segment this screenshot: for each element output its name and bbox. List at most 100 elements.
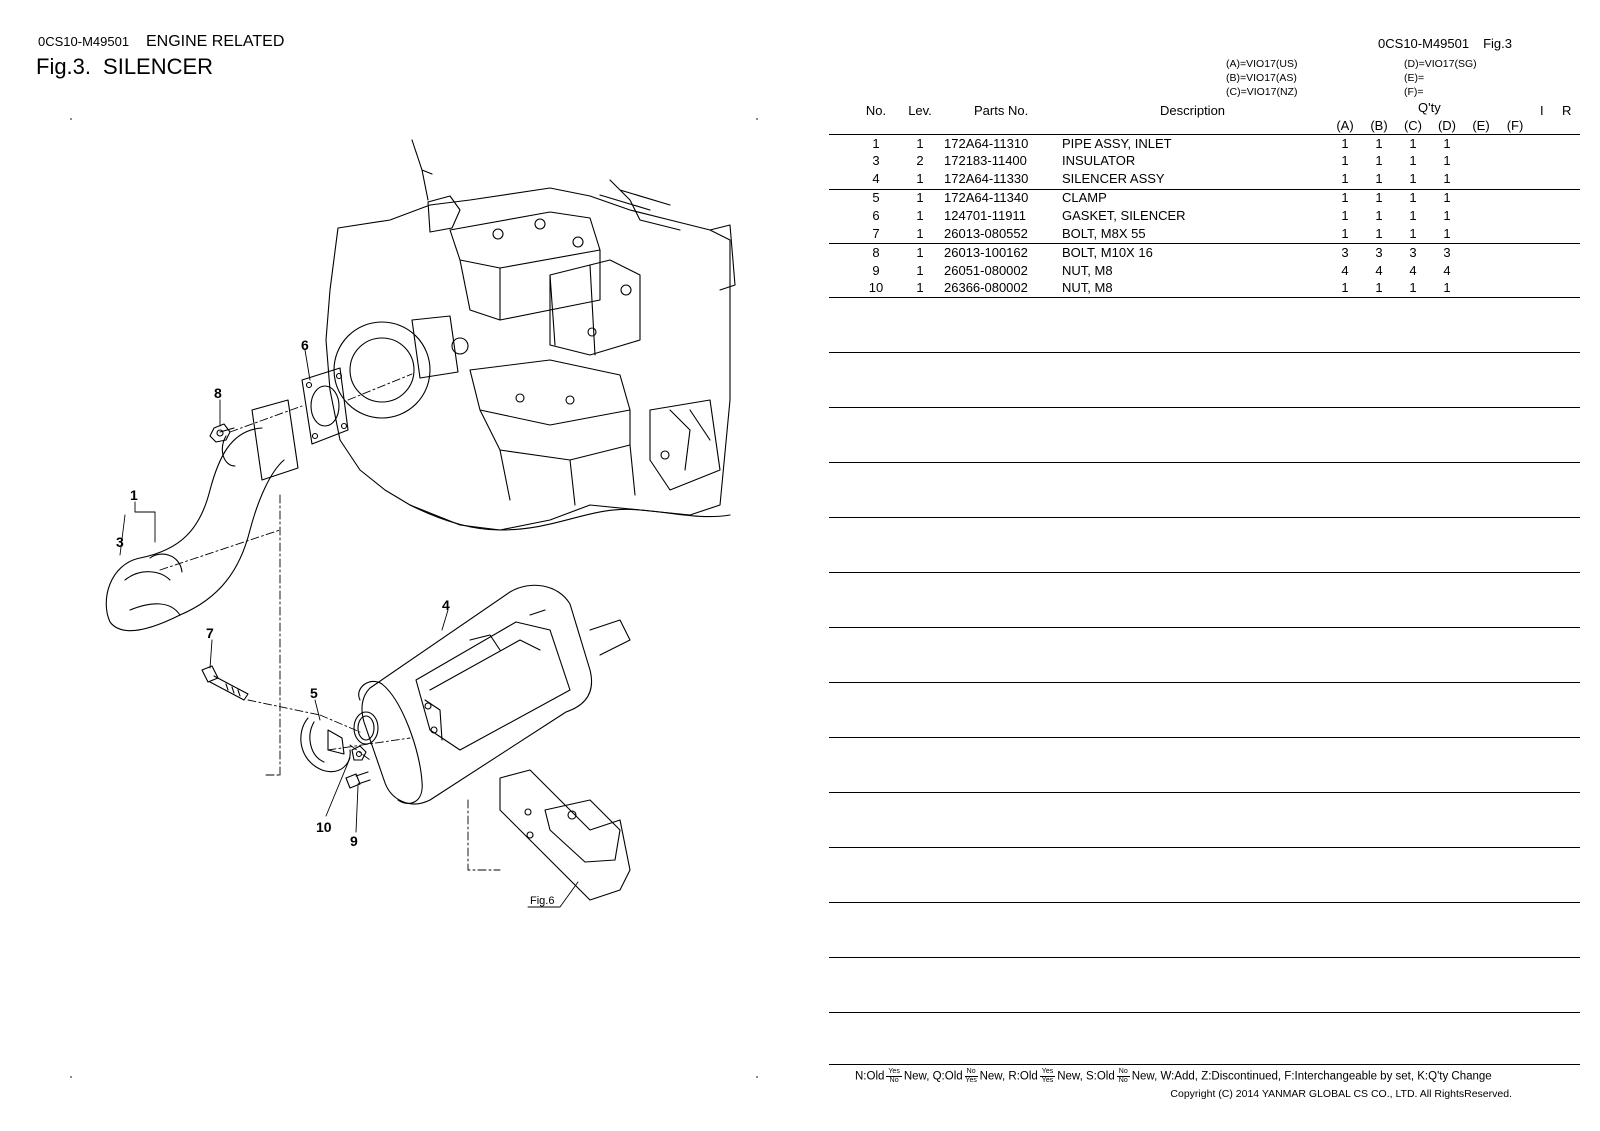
figure-name: SILENCER: [103, 54, 214, 79]
row-no: 8: [872, 245, 880, 260]
legend-r-new: New,: [1057, 1070, 1083, 1083]
row-description: BOLT, M10X 16: [1062, 245, 1153, 260]
row-qty-b: 3: [1375, 245, 1383, 260]
row-lev: 1: [916, 208, 924, 223]
row-qty-c: 1: [1409, 190, 1417, 205]
row-qty-a: 1: [1341, 153, 1349, 168]
col-header-i: I: [1540, 103, 1544, 118]
row-rule: [829, 792, 1580, 793]
row-qty-a: 1: [1341, 136, 1349, 151]
row-qty-c: 1: [1409, 208, 1417, 223]
row-lev: 1: [916, 171, 924, 186]
row-lev: 1: [916, 263, 924, 278]
row-part-number: 26013-100162: [944, 245, 1028, 260]
qty-col-a: (A): [1336, 118, 1354, 133]
row-lev: 2: [916, 153, 924, 168]
col-header-r: R: [1562, 103, 1572, 118]
row-qty-d: 3: [1443, 245, 1451, 260]
row-part-number: 26051-080002: [944, 263, 1028, 278]
row-lev: 1: [916, 190, 924, 205]
row-qty-d: 1: [1443, 226, 1451, 241]
row-qty-a: 1: [1341, 171, 1349, 186]
model-e: (E)=: [1404, 72, 1425, 84]
silencer-part: [353, 584, 631, 805]
row-rule: [829, 1012, 1580, 1013]
row-qty-b: 1: [1375, 190, 1383, 205]
row-qty-b: 1: [1375, 171, 1383, 186]
row-part-number: 172183-11400: [944, 153, 1027, 168]
fig-reference: Fig.6: [530, 895, 554, 907]
assembly-lines: [159, 373, 501, 871]
callout-3: 3: [116, 534, 124, 550]
table-top-rule: [829, 134, 1580, 135]
nut-part: [209, 423, 231, 443]
row-lev: 1: [916, 280, 924, 295]
row-qty-b: 1: [1375, 153, 1383, 168]
table-row: 3 2 172183-11400 INSULATOR 1 1 1 1: [0, 153, 1600, 170]
model-legend-right: (D)=VIO17(SG) (E)= (F)=: [1404, 57, 1477, 99]
row-part-number: 172A64-11340: [944, 190, 1029, 205]
row-qty-d: 1: [1443, 190, 1451, 205]
callout-10: 10: [316, 819, 332, 835]
model-f: (F)=: [1404, 86, 1424, 98]
qty-col-b: (B): [1370, 118, 1388, 133]
row-description: NUT, M8: [1062, 280, 1113, 295]
row-description: PIPE ASSY, INLET: [1062, 136, 1172, 151]
model-b: (B)=VIO17(AS): [1226, 72, 1297, 84]
row-qty-b: 4: [1375, 263, 1383, 278]
legend-q-new: New,: [979, 1070, 1006, 1083]
figure-number: Fig.3.: [36, 54, 92, 79]
table-row: 8 1 26013-100162 BOLT, M10X 16 3 3 3 3: [0, 245, 1600, 262]
crop-mark: [70, 1076, 72, 1078]
crop-mark: [756, 118, 758, 120]
qty-col-d: (D): [1437, 118, 1457, 133]
row-no: 7: [872, 226, 880, 241]
row-qty-a: 1: [1341, 280, 1349, 295]
model-a: (A)=VIO17(US): [1226, 58, 1298, 70]
row-no: 10: [868, 280, 884, 295]
table-row: 6 1 124701-11911 GASKET, SILENCER 1 1 1 …: [0, 208, 1600, 225]
callout-5: 5: [310, 685, 318, 701]
clamp-part: [300, 717, 351, 772]
row-qty-d: 1: [1443, 280, 1451, 295]
row-qty-c: 1: [1409, 280, 1417, 295]
table-row: 4 1 172A64-11330 SILENCER ASSY 1 1 1 1: [0, 171, 1600, 188]
row-description: INSULATOR: [1062, 153, 1136, 168]
small-fasteners: [345, 745, 371, 789]
row-part-number: 172A64-11330: [944, 171, 1029, 186]
row-no: 1: [872, 136, 880, 151]
row-description: GASKET, SILENCER: [1062, 208, 1186, 223]
col-header-lev: Lev.: [908, 103, 932, 118]
row-rule: [829, 682, 1580, 683]
callout-1: 1: [130, 487, 138, 503]
row-qty-a: 1: [1341, 190, 1349, 205]
legend-r: R:Old: [1008, 1070, 1038, 1083]
row-qty-c: 3: [1409, 245, 1417, 260]
row-no: 9: [872, 263, 880, 278]
row-lev: 1: [916, 245, 924, 260]
section-category: ENGINE RELATED: [146, 33, 285, 50]
table-row: 1 1 172A64-11310 PIPE ASSY, INLET 1 1 1 …: [0, 136, 1600, 153]
callout-labels: 8 6 1 3 4 7 5 10 9 Fig.6: [116, 337, 554, 907]
row-qty-b: 1: [1375, 208, 1383, 223]
row-description: CLAMP: [1062, 190, 1107, 205]
row-rule: [829, 1064, 1580, 1065]
row-part-number: 124701-11911: [944, 208, 1026, 223]
row-qty-b: 1: [1375, 280, 1383, 295]
table-row: 9 1 26051-080002 NUT, M8 4 4 4 4: [0, 263, 1600, 280]
row-lev: 1: [916, 226, 924, 241]
row-part-number: 26366-080002: [944, 280, 1028, 295]
row-qty-d: 4: [1443, 263, 1451, 278]
col-header-description: Description: [1160, 103, 1226, 118]
qty-col-e: (E): [1472, 118, 1490, 133]
crop-mark: [70, 118, 72, 120]
bracket-part: [499, 769, 631, 901]
model-c: (C)=VIO17(NZ): [1226, 86, 1298, 98]
right-catalog-code: 0CS10-M49501: [1378, 36, 1470, 51]
